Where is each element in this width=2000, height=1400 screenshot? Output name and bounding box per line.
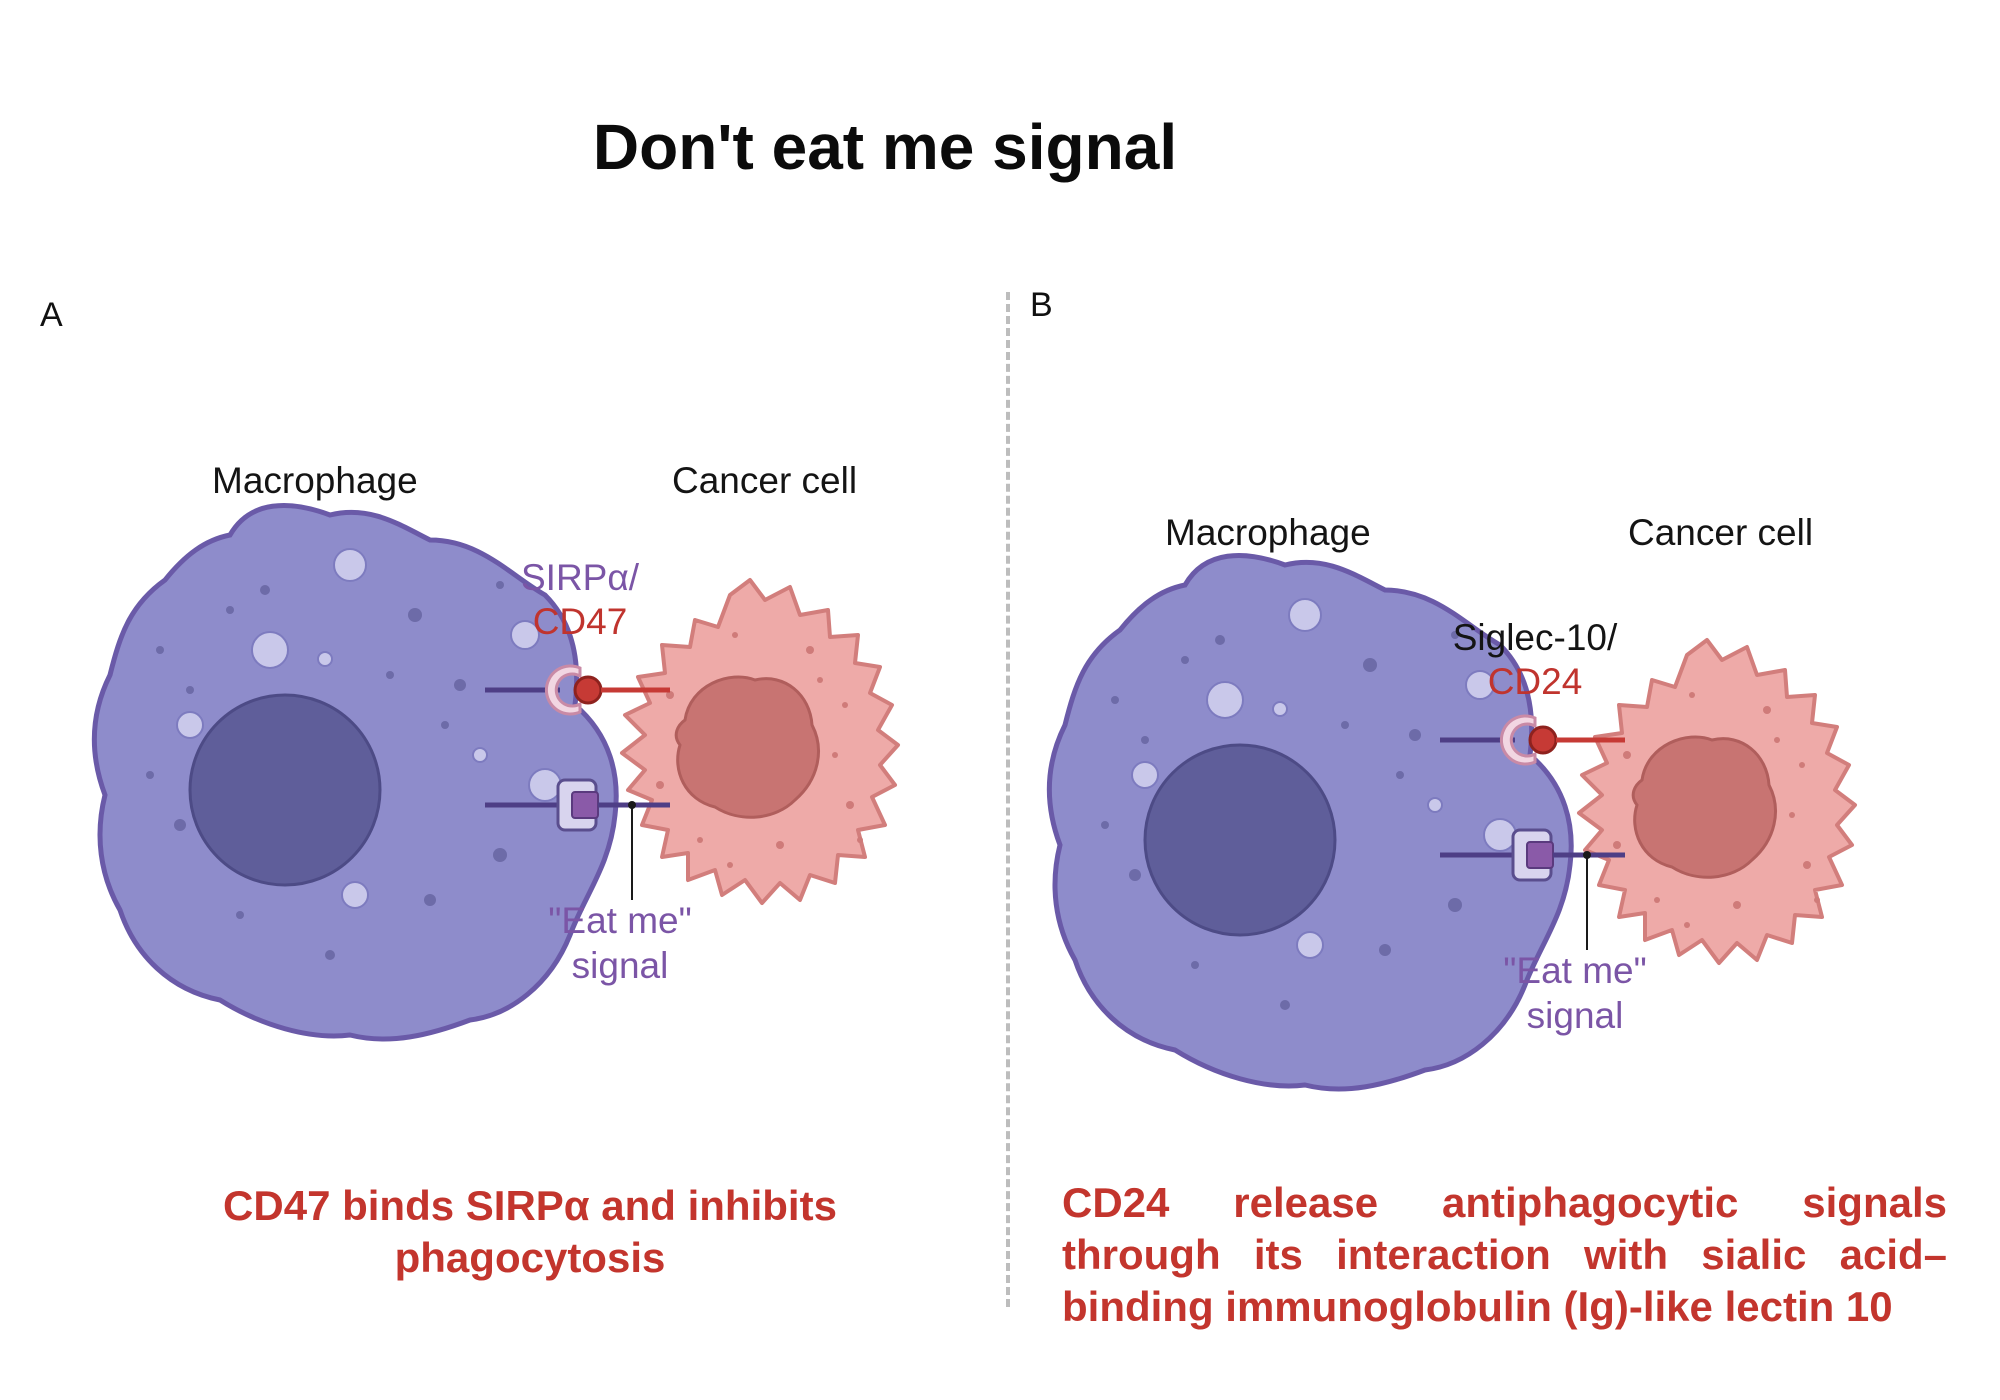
panel-b-caption: CD24 release antiphagocytic signals thro… [1062,1179,1947,1330]
panel-a-cancer-label: Cancer cell [672,460,858,501]
panel-b-receptor-label: Siglec-10/ CD24 [1420,616,1650,704]
panel-a-eatme-label: "Eat me" signal [520,898,720,988]
siglec10-label: Siglec-10/ [1452,617,1618,658]
cd47-label: CD47 [532,601,628,642]
panel-b-macrophage-label: Macrophage [1165,512,1371,553]
panel-b-cancer-label: Cancer cell [1628,512,1814,553]
cd24-label: CD24 [1487,661,1583,702]
eatme-line2: signal [571,945,669,986]
eatme-line1: "Eat me" [1503,950,1647,991]
panel-divider [1006,292,1010,1307]
eatme-line2: signal [1526,995,1624,1036]
eatme-line1: "Eat me" [548,900,692,941]
figure-title: Don't eat me signal [592,111,1178,183]
panel-a-caption: CD47 binds SIRPα and inhibits phagocytos… [223,1182,837,1281]
panel-a-receptor-label: SIRPα/ CD47 [480,556,680,644]
panel-a-letter: A [40,296,63,334]
panel-a-macrophage-label: Macrophage [212,460,418,501]
panel-b-letter: B [1030,286,1053,324]
sirpa-label: SIRPα/ [520,557,640,598]
panel-b-eatme-label: "Eat me" signal [1475,948,1675,1038]
